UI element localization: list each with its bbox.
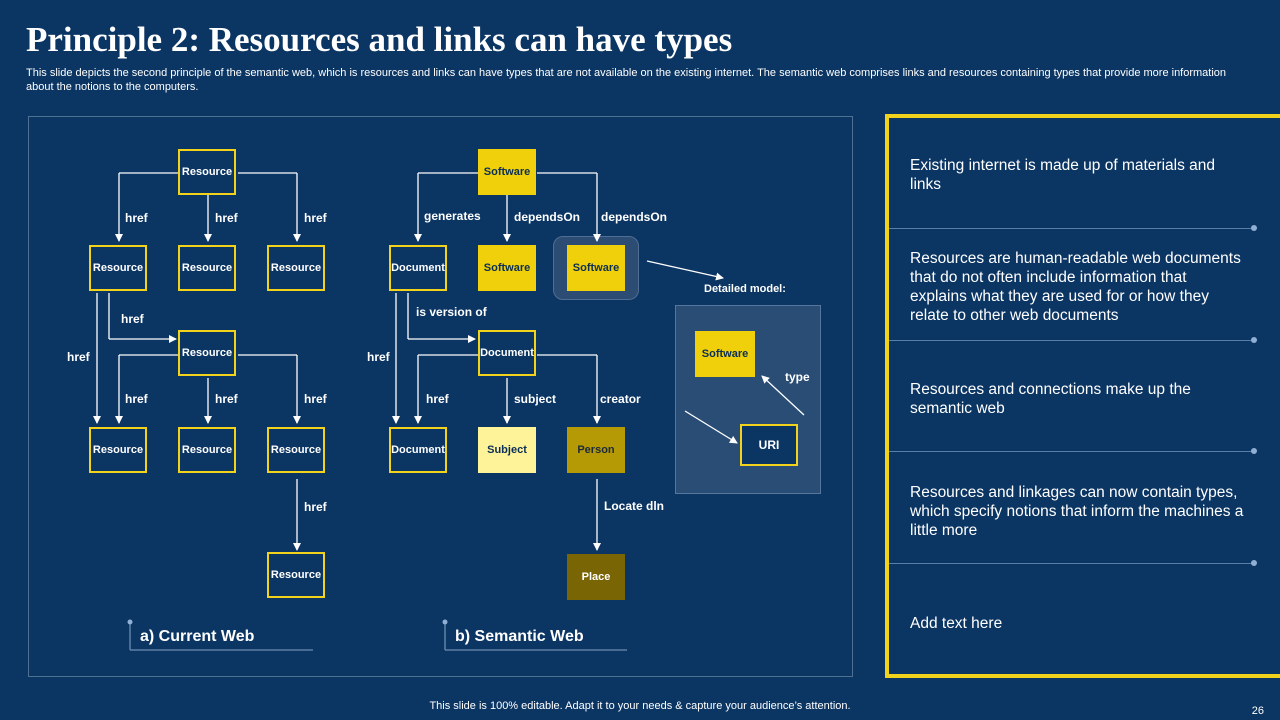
resource-node: Resource <box>178 245 236 291</box>
href-label: href <box>121 312 144 326</box>
type-label: type <box>785 370 810 384</box>
divider-dot <box>1251 337 1257 343</box>
href-label: href <box>215 211 238 225</box>
document-node: Document <box>389 427 447 473</box>
software-node: Software <box>478 149 536 195</box>
is-version-of-label: is version of <box>416 305 487 319</box>
current-web-label: a) Current Web <box>140 628 255 645</box>
divider-dot <box>1251 225 1257 231</box>
href-label: href <box>426 392 449 406</box>
subject-node: Subject <box>478 427 536 473</box>
href-label: href <box>304 211 327 225</box>
resource-node: Resource <box>89 427 147 473</box>
href-label: href <box>215 392 238 406</box>
uri-node: URI <box>740 424 798 466</box>
person-node: Person <box>567 427 625 473</box>
href-label: href <box>367 350 390 364</box>
resource-node: Resource <box>178 149 236 195</box>
side-point-3: Resources and connections make up the se… <box>910 381 1191 417</box>
semantic-web-label: b) Semantic Web <box>455 628 584 645</box>
side-divider <box>889 563 1254 564</box>
side-points-panel: Existing internet is made up of material… <box>885 114 1280 678</box>
depends-on-label: dependsOn <box>601 210 668 224</box>
creator-label: creator <box>600 392 641 406</box>
generates-label: generates <box>424 209 481 223</box>
href-label: href <box>304 500 327 514</box>
resource-node: Resource <box>267 427 325 473</box>
software-node-detail: Software <box>695 331 755 377</box>
resource-node: Resource <box>267 552 325 598</box>
document-node: Document <box>478 330 536 376</box>
divider-dot <box>1251 448 1257 454</box>
href-label: href <box>304 392 327 406</box>
side-point-2: Resources are human-readable web documen… <box>910 250 1241 324</box>
side-point-5: Add text here <box>910 615 1003 632</box>
resource-node: Resource <box>267 245 325 291</box>
resource-node: Resource <box>89 245 147 291</box>
detailed-model-label: Detailed model: <box>704 283 786 295</box>
page-subtitle: This slide depicts the second principle … <box>26 67 1227 93</box>
divider-dot <box>1251 560 1257 566</box>
depends-on-label: dependsOn <box>514 210 581 224</box>
side-point-4: Resources and linkages can now contain t… <box>910 484 1244 539</box>
diagram-panel: Resource Resource Resource Resource Reso… <box>28 116 853 677</box>
footer-note: This slide is 100% editable. Adapt it to… <box>429 700 851 712</box>
page-title: Principle 2: Resources and links can hav… <box>26 20 733 59</box>
side-divider <box>889 228 1254 229</box>
resource-node: Resource <box>178 427 236 473</box>
side-divider <box>889 340 1254 341</box>
software-node: Software <box>478 245 536 291</box>
resource-node: Resource <box>178 330 236 376</box>
locate-in-label: Locate dln <box>604 499 665 513</box>
page-number: 26 <box>1251 705 1264 717</box>
document-node: Document <box>389 245 447 291</box>
side-divider <box>889 451 1254 452</box>
href-label: href <box>125 392 148 406</box>
connector-lines <box>93 172 805 651</box>
href-label: href <box>125 211 148 225</box>
side-point-1: Existing internet is made up of material… <box>910 157 1215 193</box>
href-label: href <box>67 350 90 364</box>
place-node: Place <box>567 554 625 600</box>
subject-link-label: subject <box>514 392 557 406</box>
software-node-highlighted: Software <box>567 245 625 291</box>
